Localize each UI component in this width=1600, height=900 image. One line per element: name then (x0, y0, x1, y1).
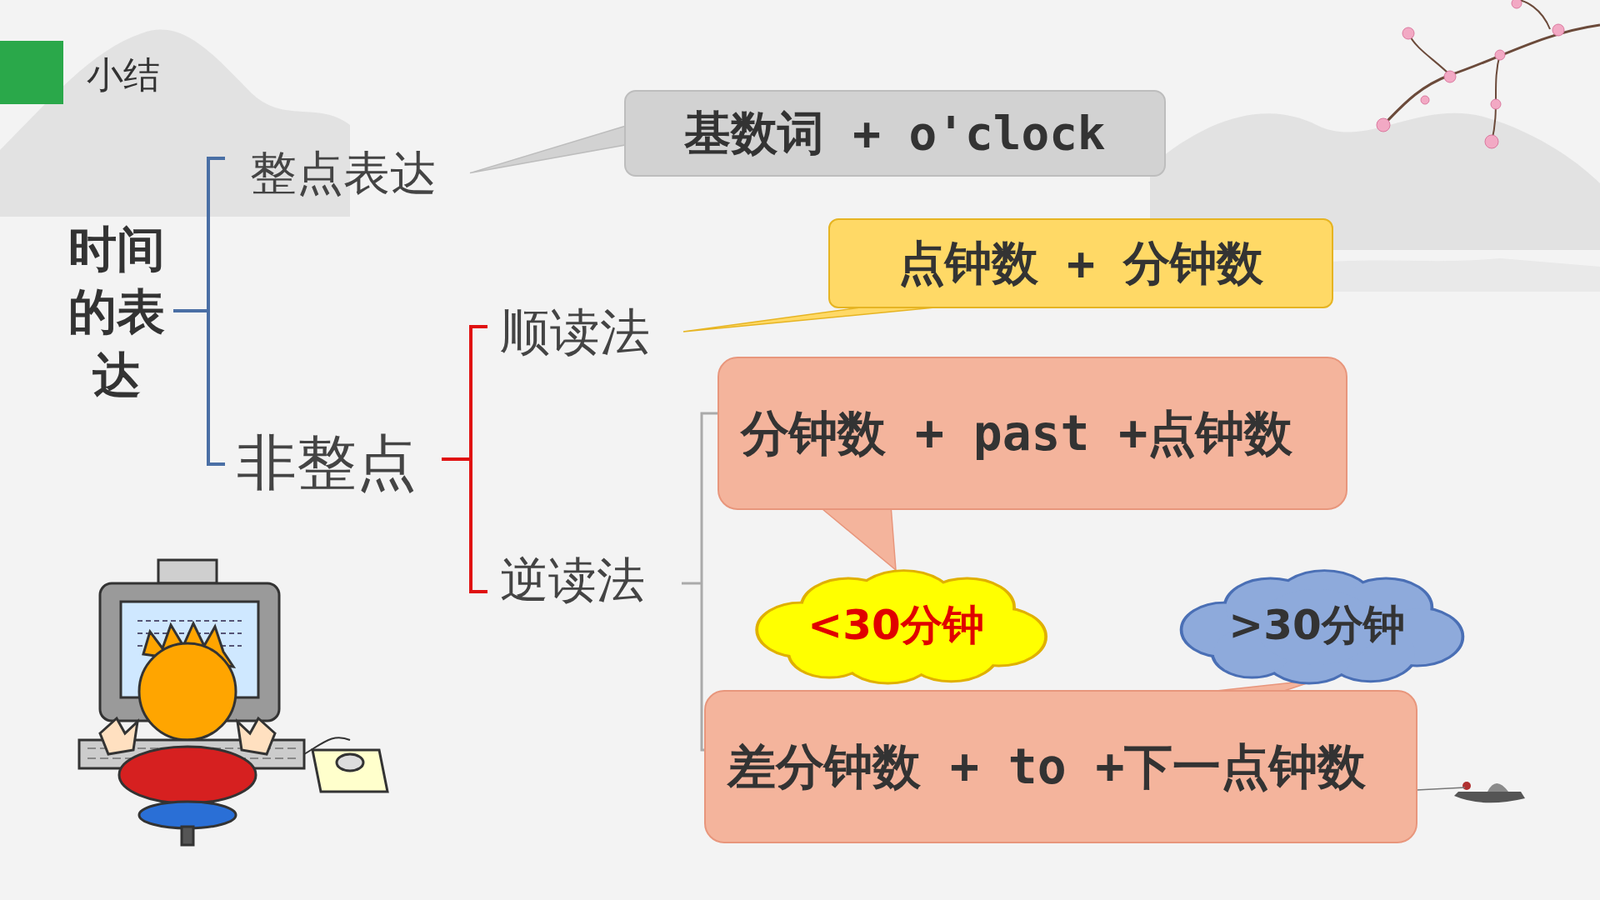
cloud-outline (1180, 570, 1464, 684)
person-at-computer (336, 754, 364, 771)
green-marker (0, 40, 64, 105)
cloud-shape: <30分钟 (737, 566, 1055, 684)
mountain-wash (0, 29, 1600, 292)
callout-pointer (470, 123, 635, 174)
cloud-outline (756, 570, 1047, 684)
person-at-computer (237, 718, 275, 755)
callout-box: 基数词 + o'clock (624, 90, 1166, 177)
plum-branch (1402, 27, 1415, 40)
plum-branch (1420, 95, 1430, 105)
bracket-blue (208, 158, 225, 465)
plum-branch (1376, 0, 1600, 149)
person-at-computer (79, 560, 388, 845)
cloud-text: <30分钟 (762, 599, 1030, 652)
cloud-text: >30分钟 (1187, 599, 1446, 652)
method-label: 顺读法 (500, 301, 650, 362)
person-at-computer (139, 801, 236, 829)
bracket-red (441, 326, 488, 592)
person-at-computer (158, 560, 217, 584)
boat (1454, 791, 1525, 803)
callout-box: 点钟数 + 分钟数 (828, 218, 1334, 309)
green-marker (0, 40, 64, 105)
bracket-gray (681, 582, 702, 585)
plum-branch (1485, 135, 1499, 149)
boat (1416, 787, 1465, 790)
cloud-shape: >30分钟 (1162, 566, 1471, 684)
branch-label: 整点表达 (250, 145, 437, 201)
slide-title: 小结 (86, 53, 160, 98)
plum-branch (1552, 24, 1565, 36)
method-label: 逆读法 (500, 551, 645, 610)
person-at-computer (181, 826, 194, 845)
bracket-blue (173, 158, 225, 465)
plum-branch (1511, 0, 1522, 9)
callout-box: 差分钟数 + to +下一点钟数 (704, 690, 1418, 844)
branch-label: 非整点 (236, 426, 417, 499)
plum-branch (1491, 54, 1500, 142)
cloud-fill (758, 571, 1045, 683)
person-at-computer (312, 750, 388, 792)
plum-branch (1495, 50, 1505, 60)
cloud-fill (1182, 571, 1461, 683)
plum-branch (1408, 33, 1450, 75)
topic-label: 时间的表达 (60, 218, 174, 407)
boat (1487, 783, 1509, 792)
bracket-red (470, 326, 488, 592)
person-at-computer (139, 643, 236, 740)
callout-text: 分钟数 + past +点钟数 (740, 403, 1325, 465)
plum-branch (1376, 118, 1390, 132)
person-at-computer (100, 718, 138, 755)
boat (1416, 781, 1525, 803)
callout-pointer (817, 505, 896, 570)
boat (1462, 781, 1471, 790)
plum-branch (1490, 99, 1501, 110)
callout-text: 基数词 + o'clock (647, 104, 1143, 163)
callout-box: 分钟数 + past +点钟数 (717, 356, 1348, 510)
callout-text: 点钟数 + 分钟数 (851, 234, 1310, 293)
plum-branch (1444, 70, 1456, 83)
plum-branch (1376, 0, 1565, 149)
callout-text: 差分钟数 + to +下一点钟数 (727, 736, 1395, 798)
plum-branch (1383, 25, 1600, 125)
person-at-computer (119, 746, 256, 804)
bracket-red (441, 457, 471, 461)
bracket-blue (173, 309, 209, 313)
